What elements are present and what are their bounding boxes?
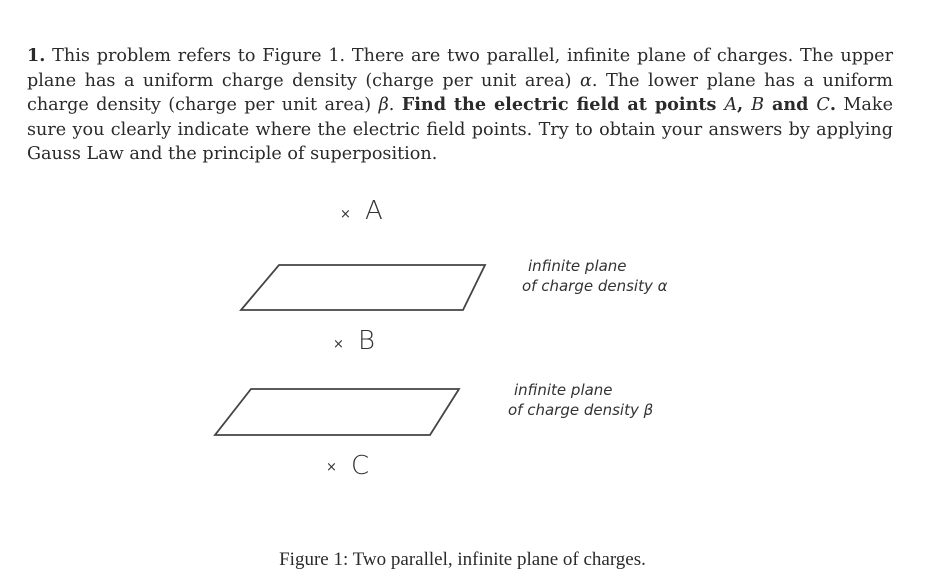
task-text: and	[764, 94, 817, 116]
problem-text: Make sure you clearly indicate where the…	[27, 95, 893, 165]
point-b-mark: ×	[333, 337, 344, 352]
annotation-line: of charge density β	[508, 401, 654, 419]
task-text: .	[829, 94, 837, 116]
problem-statement: 1. This problem refers to Figure 1. Ther…	[27, 44, 893, 167]
problem-text: . The lower plane has a uniform charge d…	[27, 70, 893, 116]
point-c-mark: ×	[326, 460, 337, 475]
problem-text: .	[388, 95, 402, 116]
task-text: Find the electric field at points	[401, 94, 725, 116]
point-c-label: C	[351, 451, 370, 481]
alpha-symbol: α	[580, 70, 592, 91]
figure-caption: Figure 1: Two parallel, infinite plane o…	[279, 549, 646, 570]
lower-plane-annotation: infinite plane of charge density β	[508, 380, 653, 420]
point-c-ref: C	[816, 95, 830, 116]
task-statement: Find the electric field at points A, B a…	[402, 94, 836, 115]
annotation-line: of charge density α	[522, 277, 668, 295]
figure-1: × A × B × C infinite plane of charge den…	[0, 190, 925, 530]
beta-symbol: β	[378, 95, 389, 116]
lower-plane	[213, 388, 461, 436]
problem-number: 1.	[27, 45, 46, 66]
point-a-ref: A	[724, 95, 738, 116]
point-a-label: A	[365, 196, 383, 226]
annotation-line: infinite plane	[514, 381, 613, 399]
upper-plane	[239, 264, 487, 311]
point-b-label: B	[358, 326, 376, 356]
planes-diagram	[213, 264, 487, 436]
task-text: ,	[737, 94, 752, 116]
upper-plane-annotation: infinite plane of charge density α	[522, 256, 668, 296]
problem-text: This problem refers to Figure 1. There a…	[27, 46, 893, 91]
point-a-mark: ×	[340, 207, 351, 222]
annotation-line: infinite plane	[528, 257, 627, 275]
point-b-ref: B	[751, 95, 765, 116]
